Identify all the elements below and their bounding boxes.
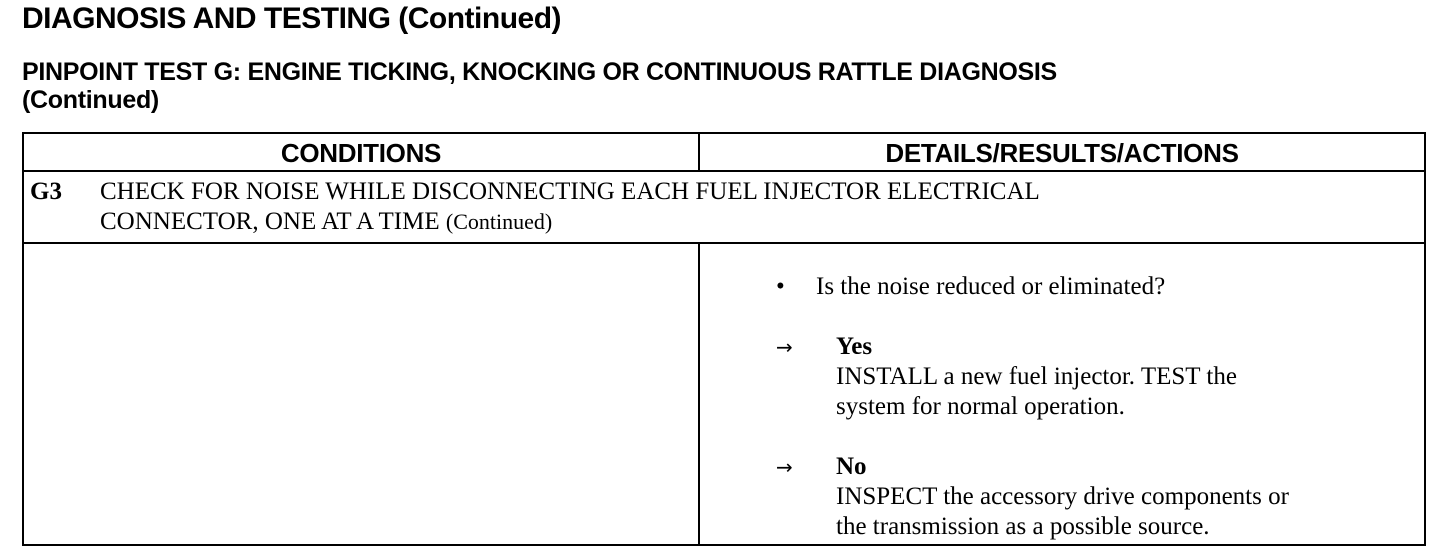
answer-yes-line2: system for normal operation.: [836, 393, 1125, 420]
arrow-right-icon: →: [776, 335, 793, 359]
step-description: CHECK FOR NOISE WHILE DISCONNECTING EACH…: [100, 177, 1400, 237]
arrow-right-icon: →: [776, 455, 793, 479]
answer-yes-line1: INSTALL a new fuel injector. TEST the: [836, 363, 1237, 390]
answer-yes-content: Yes INSTALL a new fuel injector. TEST th…: [836, 332, 1237, 422]
bullet-icon: •: [776, 273, 785, 300]
section-title: DIAGNOSIS AND TESTING (Continued): [22, 2, 562, 35]
pinpoint-test-title: PINPOINT TEST G: ENGINE TICKING, KNOCKIN…: [22, 58, 1057, 114]
diagnosis-table: CONDITIONS DETAILS/RESULTS/ACTIONS G3 CH…: [22, 132, 1426, 546]
step-description-line1: CHECK FOR NOISE WHILE DISCONNECTING EACH…: [100, 178, 1040, 205]
answer-no-line1: INSPECT the accessory drive components o…: [836, 483, 1289, 510]
answer-no-content: No INSPECT the accessory drive component…: [836, 452, 1289, 542]
table-body-row: • Is the noise reduced or eliminated? → Y…: [24, 244, 1424, 544]
pinpoint-test-title-line2: (Continued): [22, 86, 159, 114]
step-continued-note: (Continued): [445, 209, 553, 234]
conditions-cell: [24, 244, 700, 544]
pinpoint-test-title-line1: PINPOINT TEST G: ENGINE TICKING, KNOCKIN…: [22, 58, 1057, 86]
answer-yes-label: Yes: [836, 333, 873, 360]
table-header-row: CONDITIONS DETAILS/RESULTS/ACTIONS: [24, 134, 1424, 172]
answer-no-line2: the transmission as a possible source.: [836, 513, 1210, 540]
step-row: G3 CHECK FOR NOISE WHILE DISCONNECTING E…: [24, 172, 1424, 244]
answer-no-label: No: [836, 453, 867, 480]
conditions-header: CONDITIONS: [24, 134, 700, 170]
details-cell: • Is the noise reduced or eliminated? → Y…: [700, 244, 1424, 544]
step-id: G3: [30, 178, 62, 205]
question-item: • Is the noise reduced or eliminated?: [776, 272, 1165, 302]
question-text: Is the noise reduced or eliminated?: [816, 273, 1166, 300]
step-description-line2: CONNECTOR, ONE AT A TIME (Continued): [100, 207, 1400, 237]
details-header: DETAILS/RESULTS/ACTIONS: [885, 138, 1239, 168]
step-description-line2-main: CONNECTOR, ONE AT A TIME: [100, 208, 446, 235]
